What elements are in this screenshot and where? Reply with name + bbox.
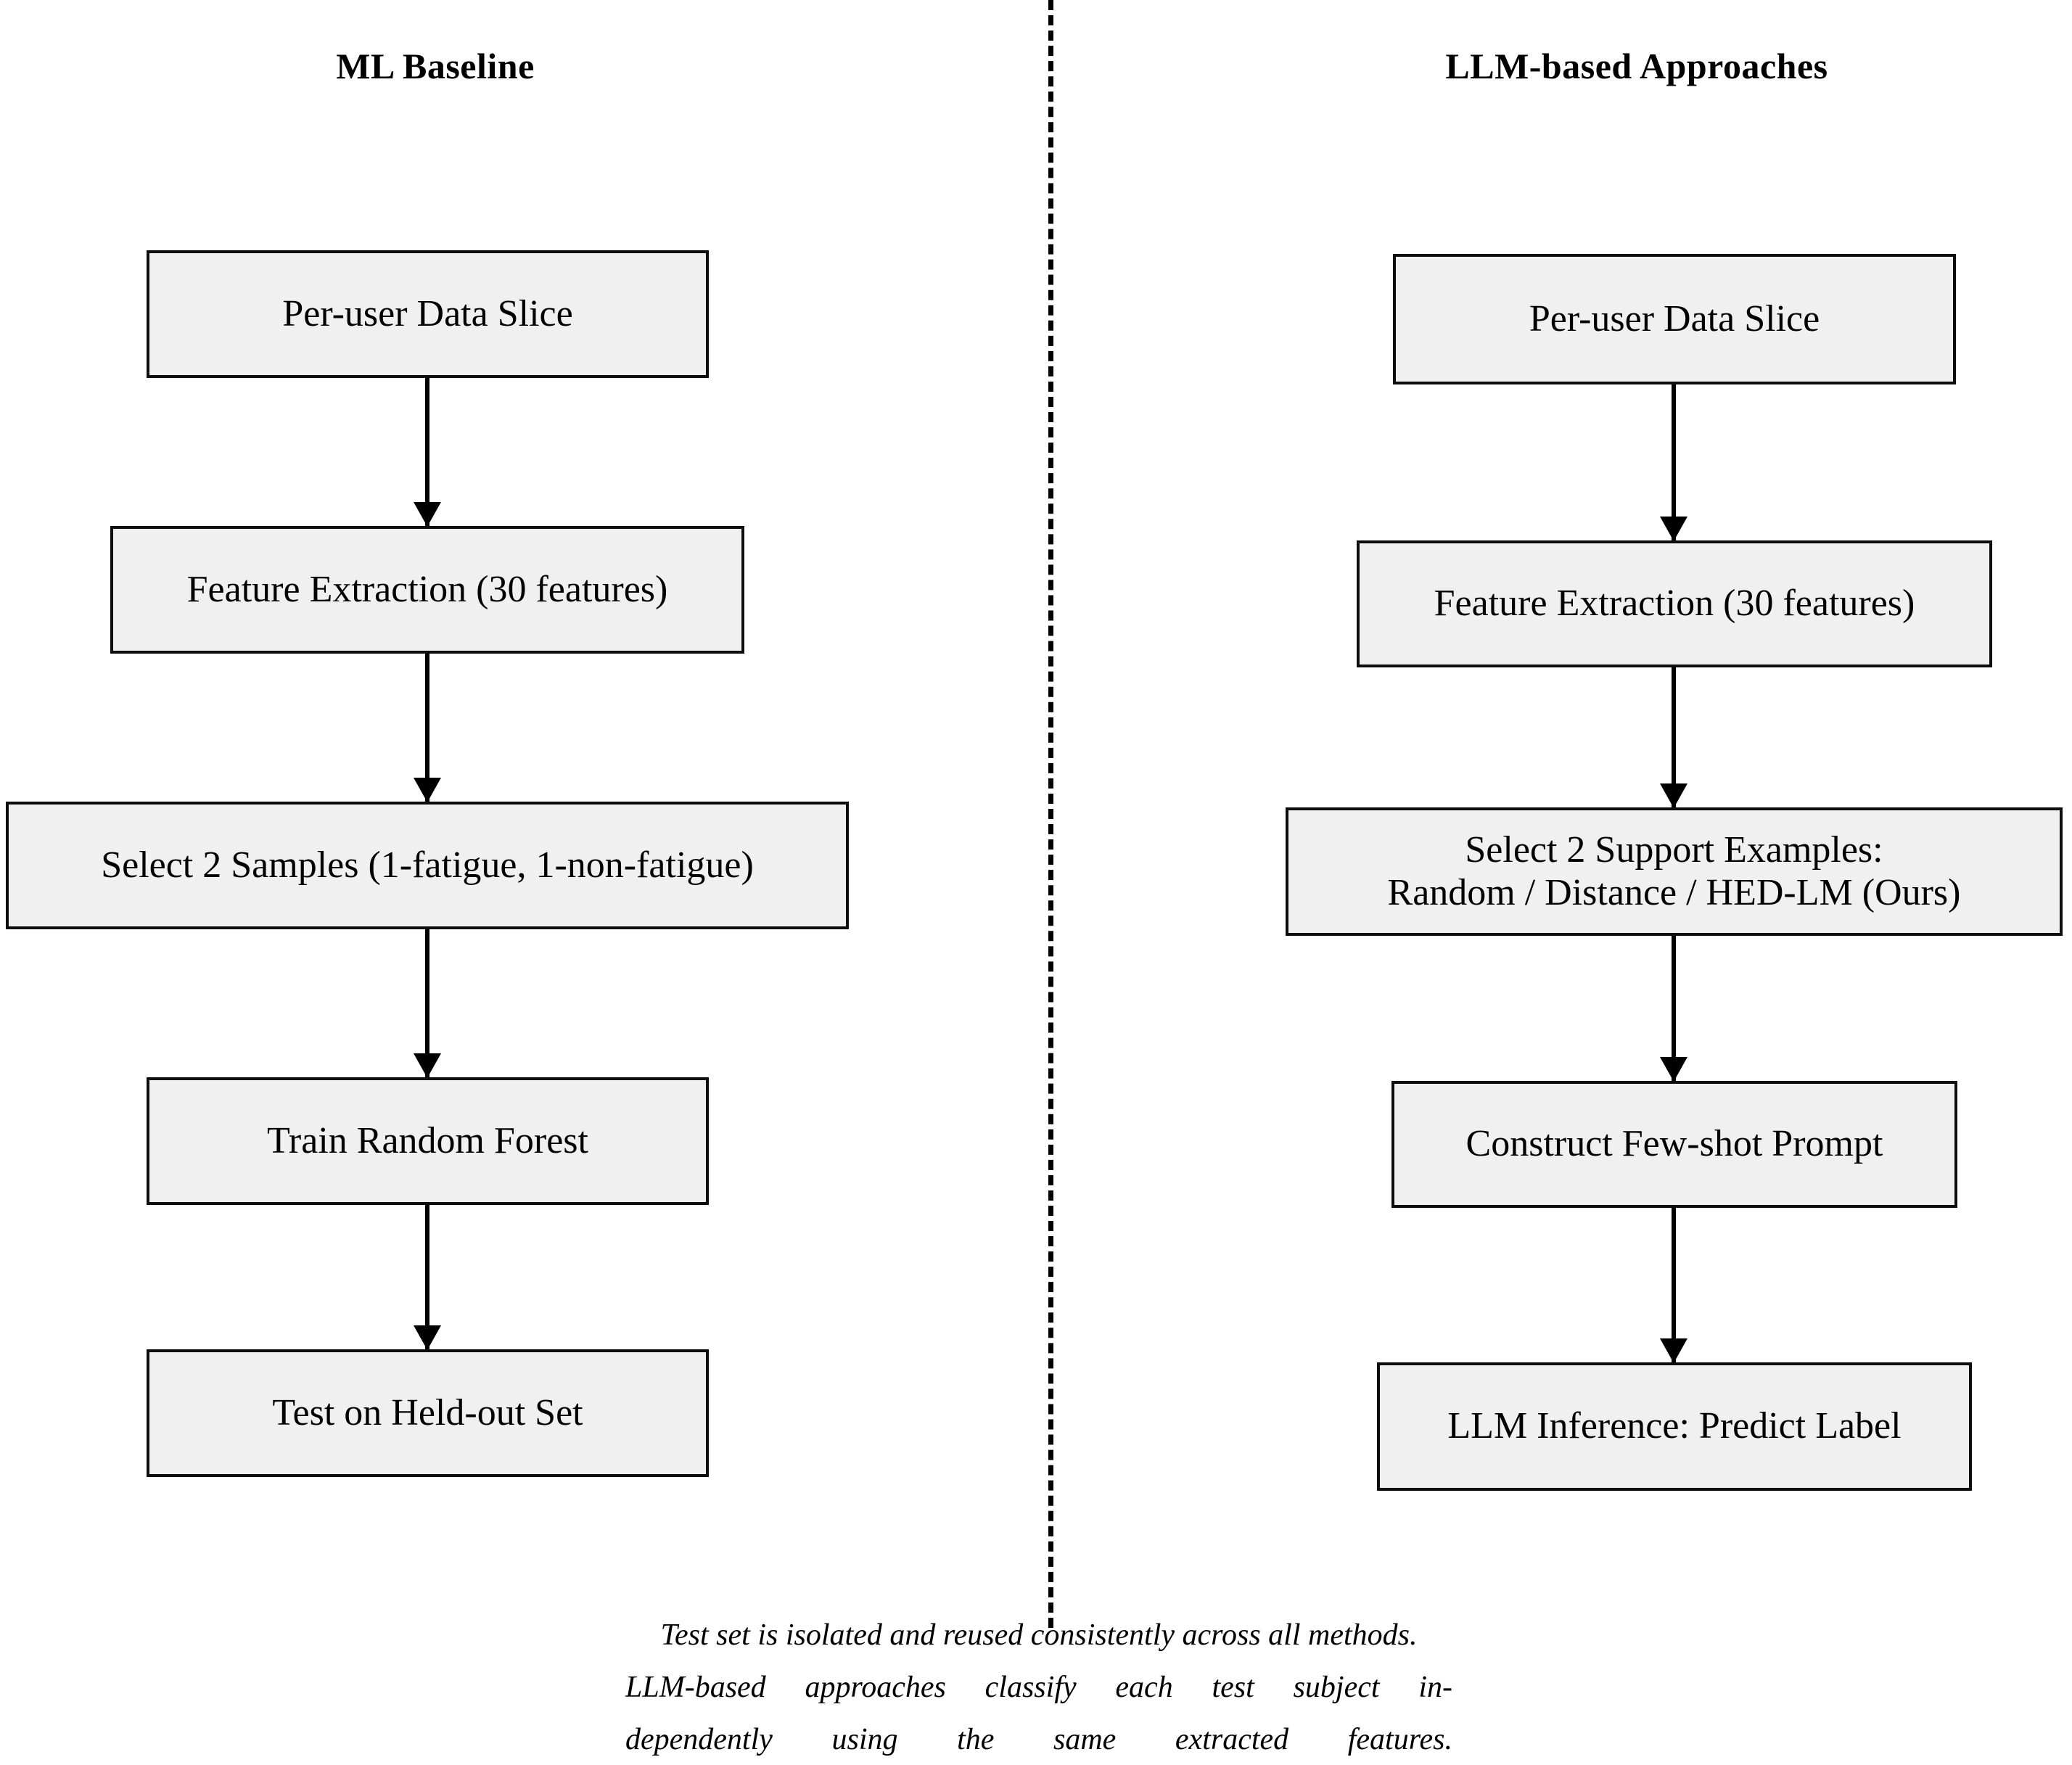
node-label: Per-user Data Slice	[1529, 297, 1820, 340]
node-label: Select 2 Samples (1-fatigue, 1-non-fatig…	[101, 844, 754, 886]
caption-line-1: Test set is isolated and reused consiste…	[660, 1618, 1418, 1652]
node-label: Test on Held-out Set	[272, 1391, 583, 1433]
node-left-select-2-samples[interactable]: Select 2 Samples (1-fatigue, 1-non-fatig…	[6, 802, 849, 929]
column-title-llm-based-approaches: LLM-based Approaches	[1445, 46, 1828, 86]
node-label: Feature Extraction (30 features)	[186, 568, 668, 610]
vertical-dashed-divider	[1048, 0, 1053, 1628]
node-label: Select 2 Support Examples: Random / Dist…	[1387, 829, 1961, 913]
caption-line-2: LLM-based approaches classify each test …	[625, 1671, 1452, 1705]
node-right-select-support-examples[interactable]: Select 2 Support Examples: Random / Dist…	[1286, 807, 2063, 936]
caption-line-3: dependently using the same extracted fea…	[625, 1723, 1452, 1757]
column-title-ml-baseline: ML Baseline	[336, 46, 535, 86]
node-right-construct-prompt[interactable]: Construct Few-shot Prompt	[1391, 1081, 1957, 1208]
node-label: Train Random Forest	[267, 1119, 588, 1161]
node-right-feature-extraction[interactable]: Feature Extraction (30 features)	[1357, 540, 1992, 667]
node-label: Feature Extraction (30 features)	[1434, 583, 1915, 625]
figure-caption: Test set is isolated and reused consiste…	[625, 1609, 1452, 1765]
node-left-per-user-data-slice[interactable]: Per-user Data Slice	[147, 250, 709, 378]
node-label: LLM Inference: Predict Label	[1447, 1405, 1902, 1447]
node-left-test-held-out-set[interactable]: Test on Held-out Set	[147, 1349, 709, 1477]
node-left-train-random-forest[interactable]: Train Random Forest	[147, 1077, 709, 1205]
node-left-feature-extraction[interactable]: Feature Extraction (30 features)	[110, 526, 744, 654]
node-right-per-user-data-slice[interactable]: Per-user Data Slice	[1393, 254, 1956, 384]
node-right-llm-inference[interactable]: LLM Inference: Predict Label	[1377, 1362, 1972, 1491]
node-label: Construct Few-shot Prompt	[1465, 1123, 1883, 1165]
node-label: Per-user Data Slice	[282, 292, 573, 334]
